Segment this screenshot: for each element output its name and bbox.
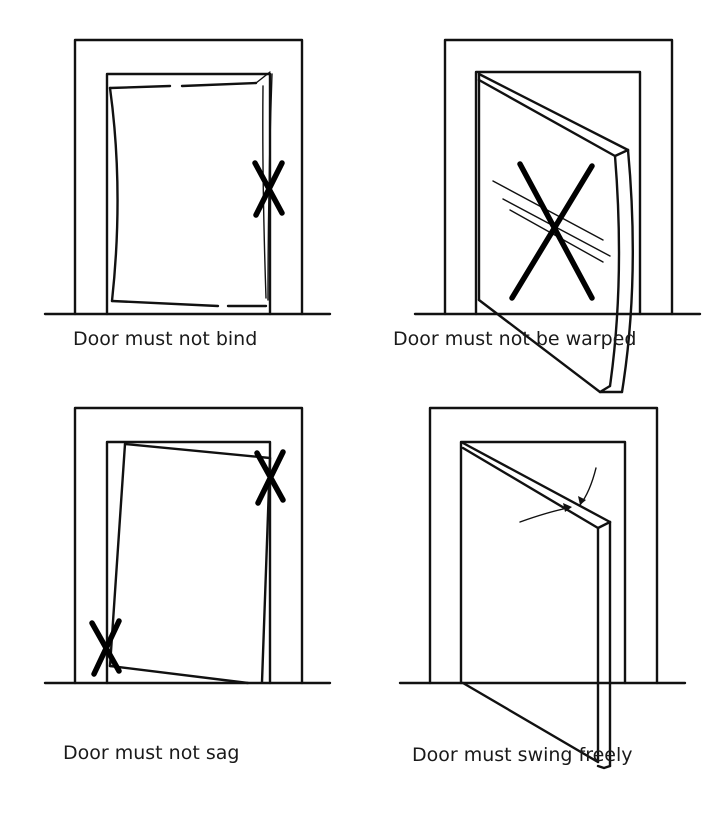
door-frame (398, 406, 687, 685)
panel-not-bind (43, 38, 332, 316)
x-mark-icon (252, 160, 285, 218)
x-mark-icon (509, 161, 595, 301)
x-mark-icon (89, 449, 286, 677)
door-frame (43, 406, 332, 685)
panel-not-sag (43, 406, 332, 685)
caption-not-sag: Door must not sag (63, 742, 240, 764)
caption-not-warped: Door must not be warped (393, 328, 637, 350)
caption-not-bind: Door must not bind (73, 328, 258, 350)
door-panel (108, 71, 273, 308)
panel-not-warped (413, 38, 702, 394)
panel-swing-freely (398, 406, 687, 770)
door-panel (477, 72, 634, 394)
door-frame (43, 38, 332, 316)
door-panel (461, 441, 612, 770)
door-frame (413, 38, 702, 316)
door-panel (108, 442, 272, 685)
caption-swing-freely: Door must swing freely (412, 744, 633, 766)
angle-arrow-icon (519, 467, 597, 523)
